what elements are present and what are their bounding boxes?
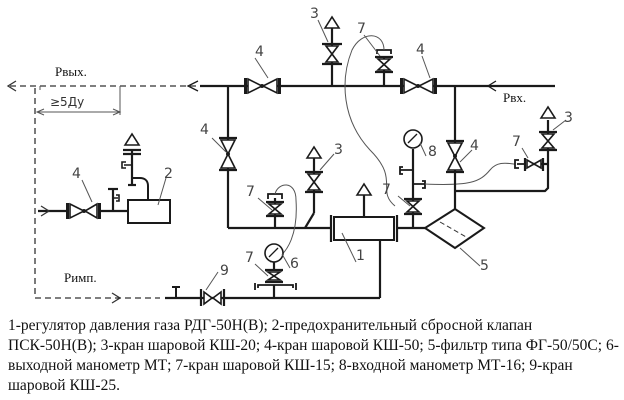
dimension-label: ≥5Ду	[50, 95, 84, 109]
ball-valve-20-right	[539, 105, 557, 152]
callout-3: 3	[334, 142, 343, 158]
callout-4: 4	[200, 122, 209, 138]
outlet-line	[6, 80, 200, 304]
callout-4: 4	[255, 44, 264, 60]
callout-3: 3	[564, 110, 573, 126]
p-in-label: Рвх.	[503, 90, 526, 105]
p-imp-label: Римп.	[64, 270, 97, 285]
ball-valve-15-left	[266, 193, 284, 228]
gas-regulator	[329, 182, 399, 298]
dimension-marker	[35, 86, 122, 116]
relief-valve-assembly	[38, 132, 171, 224]
ball-valve-15-right	[514, 158, 548, 171]
ball-valve-20-top	[322, 15, 342, 86]
callout-3: 3	[310, 6, 319, 22]
callout-9: 9	[220, 263, 229, 279]
callout-4: 4	[416, 42, 425, 58]
callout-7: 7	[512, 134, 521, 150]
vent-pipe-right	[455, 120, 550, 193]
ball-valve-50-top-right	[400, 77, 437, 95]
callout-7: 7	[357, 21, 366, 37]
callout-7: 7	[245, 250, 254, 266]
ball-valve-50-top-left	[244, 77, 281, 95]
gas-regulator-schematic: Рвых. ≥5Ду Рвх. 4 3 7	[6, 6, 573, 306]
inlet-gauge-assembly	[399, 129, 426, 228]
callout-8: 8	[428, 144, 437, 160]
ball-valve-15-top	[375, 49, 393, 86]
callout-4: 4	[470, 138, 479, 154]
callout-7: 7	[382, 182, 391, 198]
callout-7: 7	[246, 184, 255, 200]
p-out-label: Рвых.	[55, 64, 87, 79]
callout-2: 2	[164, 166, 173, 182]
component-legend: 1-регулятор давления газа РДГ-50Н(В); 2-…	[8, 317, 619, 394]
ball-valve-50-right	[446, 139, 464, 174]
callout-6: 6	[290, 256, 299, 272]
gas-filter	[423, 207, 486, 250]
ball-valve-25	[199, 289, 226, 306]
ball-valve-50-left	[219, 136, 237, 172]
callout-5: 5	[480, 258, 489, 274]
callout-1: 1	[356, 248, 365, 264]
ball-valve-20-middle	[304, 145, 323, 229]
callout-4: 4	[72, 166, 81, 182]
outlet-gauge-assembly	[254, 243, 297, 298]
